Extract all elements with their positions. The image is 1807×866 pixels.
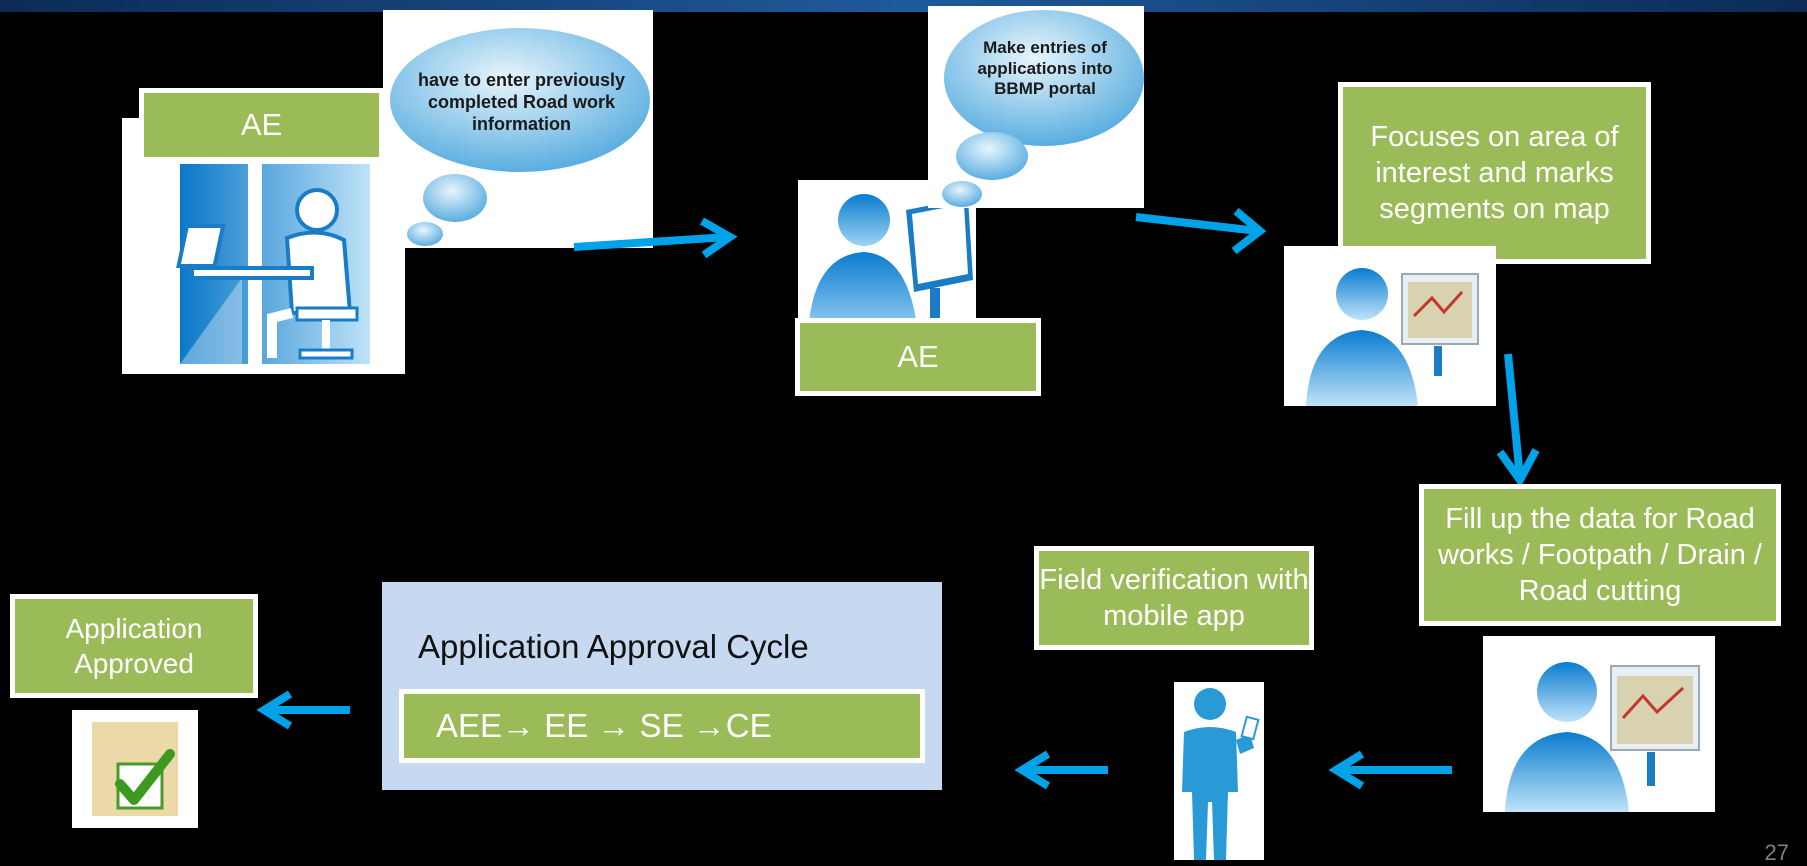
step5-label: Field verification with mobile app bbox=[1034, 546, 1314, 650]
step7-label: Application Approved bbox=[10, 594, 258, 698]
approval-cycle-chain: AEE→ EE → SE →CE bbox=[399, 689, 925, 763]
approved-checkbox-icon bbox=[72, 710, 198, 828]
step2-thought-text: Make entries of applications into BBMP p… bbox=[977, 38, 1113, 99]
page-number: 27 bbox=[1764, 840, 1789, 865]
map-user-icon bbox=[1483, 636, 1715, 812]
arrow-left-2 bbox=[1014, 750, 1108, 790]
step1-role-label: AE bbox=[139, 88, 384, 162]
step3-label: Focuses on area of interest and marks se… bbox=[1338, 82, 1651, 264]
arrow-right-1 bbox=[573, 217, 738, 259]
mobile-user-icon bbox=[1174, 682, 1264, 860]
step2-role-label: AE bbox=[795, 318, 1041, 396]
desktop-user-icon bbox=[798, 180, 976, 335]
step4-label: Fill up the data for Road works / Footpa… bbox=[1419, 484, 1781, 626]
step1-thought-text: have to enter previously completed Road … bbox=[417, 70, 626, 134]
arrow-left-3 bbox=[256, 690, 350, 730]
thought-bubble-icon: have to enter previously completed Road … bbox=[383, 10, 653, 248]
arrow-down bbox=[1496, 353, 1540, 488]
arrow-left-1 bbox=[1328, 750, 1452, 790]
arrow-right-2 bbox=[1135, 207, 1267, 255]
map-user-icon bbox=[1284, 246, 1496, 406]
thought-bubble-icon: Make entries of applications into BBMP p… bbox=[928, 6, 1144, 208]
slide-top-bar bbox=[0, 0, 1807, 12]
approval-cycle-panel: Application Approval Cycle AEE→ EE → SE … bbox=[382, 582, 942, 790]
approval-cycle-title: Application Approval Cycle bbox=[418, 628, 809, 665]
